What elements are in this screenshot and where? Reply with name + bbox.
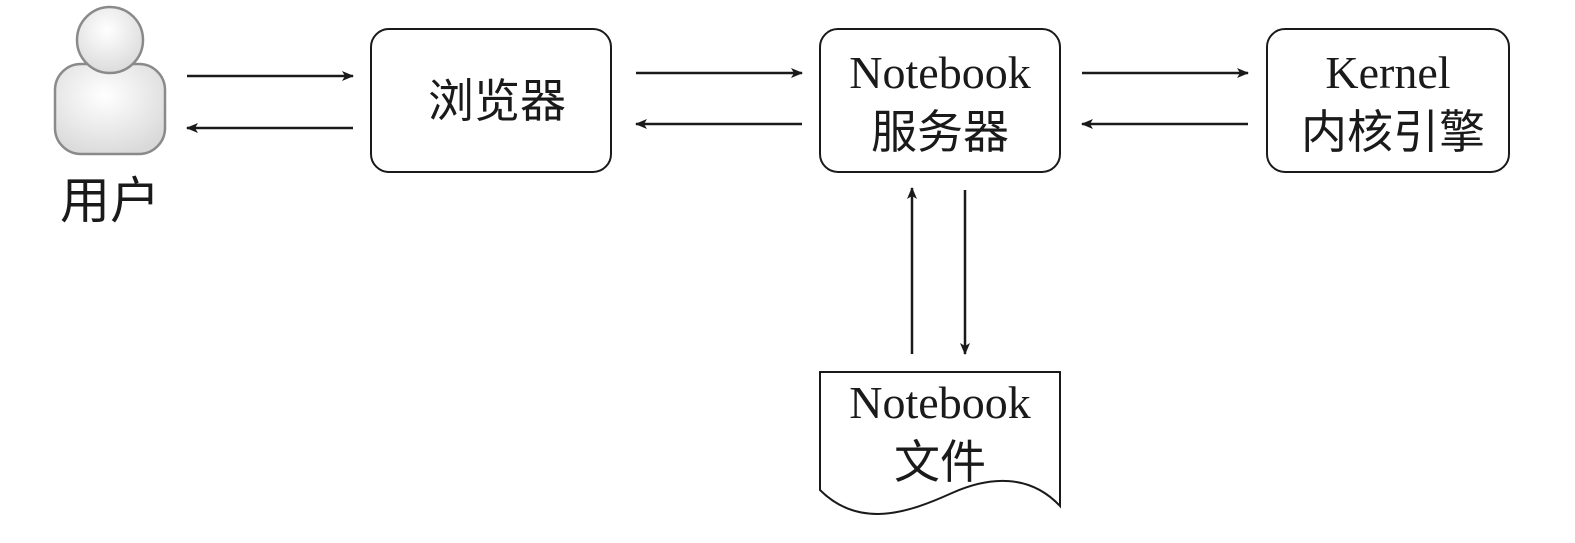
browser-label: 浏览器 [428, 76, 566, 127]
browser-node: 浏览器 [370, 28, 612, 173]
kernel-node: Kernel 内核引擎 [1266, 28, 1510, 173]
kernel-box [1266, 28, 1510, 173]
user-icon [53, 5, 167, 156]
file-label-line1: Notebook [849, 377, 1030, 428]
kernel-label-line1: Kernel [1325, 47, 1450, 98]
server-label-line2: 服务器 [871, 107, 1009, 158]
server-node: Notebook 服务器 [819, 28, 1061, 173]
user-label: 用户 [60, 173, 160, 229]
file-node: Notebook 文件 [819, 371, 1061, 515]
file-label-line2: 文件 [894, 437, 986, 488]
browser-box [370, 28, 612, 173]
server-box [819, 28, 1061, 173]
kernel-label-line2: 内核引擎 [1301, 107, 1485, 158]
file-document-shape [819, 371, 1061, 515]
server-label-line1: Notebook [849, 47, 1030, 98]
